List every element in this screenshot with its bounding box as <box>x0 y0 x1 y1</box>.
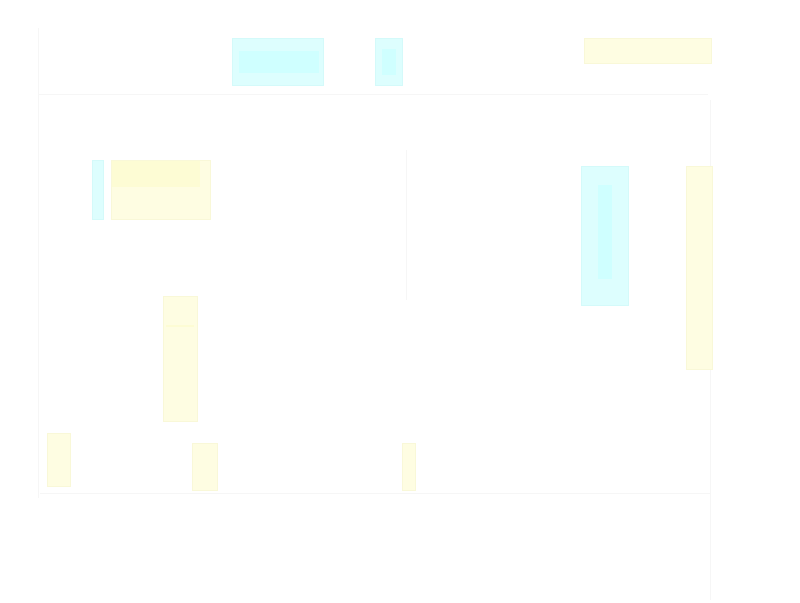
left-cyan-strip <box>92 160 104 220</box>
right-cyan-panel <box>581 166 629 306</box>
top-cyan-narrow-block <box>375 38 403 86</box>
bottom-divider <box>40 493 710 494</box>
top-cyan-narrow-inner <box>382 49 396 75</box>
right-yellow-column <box>686 166 713 370</box>
right-cyan-panel-inner <box>598 185 612 279</box>
top-cyan-wide-inner <box>239 51 319 73</box>
bottom-mid-yellow-strip <box>402 443 416 491</box>
top-divider <box>38 94 708 95</box>
left-yellow-panel <box>111 160 211 220</box>
bottom-left-yellow-a <box>47 433 71 487</box>
bottom-left-yellow-b <box>192 443 218 491</box>
mid-left-yellow-column <box>163 296 198 422</box>
top-cyan-wide-block <box>232 38 324 86</box>
mid-divider <box>406 150 407 300</box>
left-divider <box>38 28 39 498</box>
left-yellow-panel-inner <box>112 161 200 187</box>
top-right-yellow-block <box>584 38 712 64</box>
mid-left-yellow-column-inner <box>166 325 194 327</box>
